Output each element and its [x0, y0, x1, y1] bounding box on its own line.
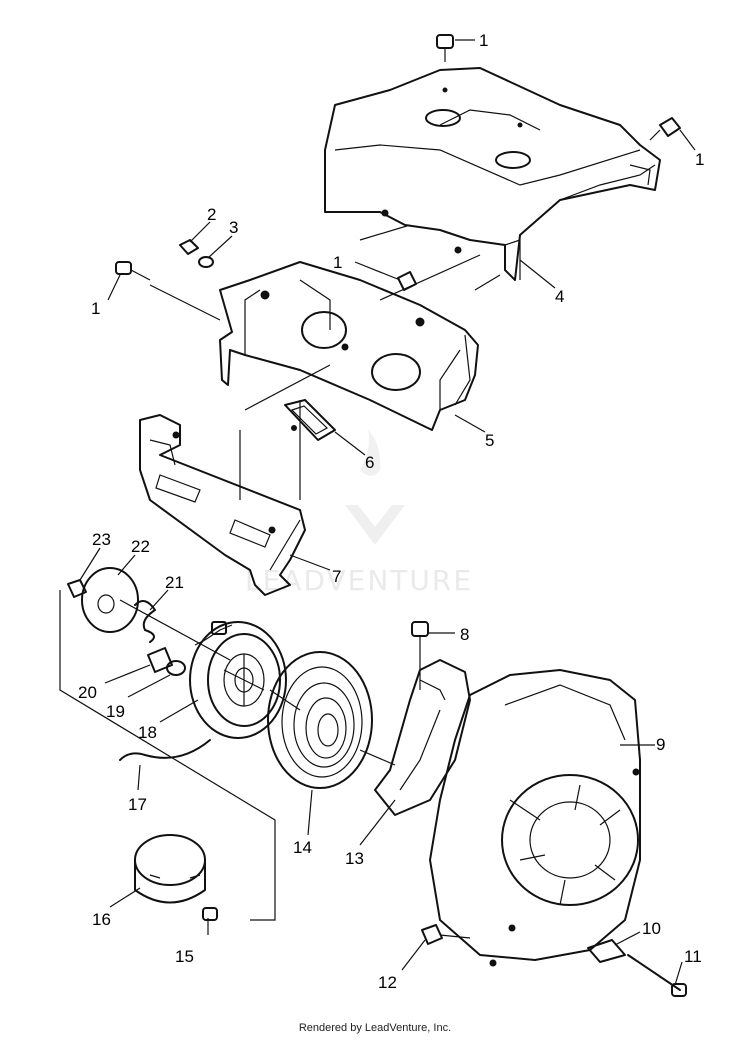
part-5-baffle	[219, 261, 479, 431]
callout-16: 16	[92, 910, 111, 929]
callout-8: 8	[460, 625, 469, 644]
callout-22: 22	[131, 537, 150, 556]
callout-2: 2	[207, 205, 216, 224]
part-15-screw	[202, 907, 218, 921]
leadventure-watermark: LEADVENTURE	[245, 430, 473, 597]
footer-credit: Rendered by LeadVenture, Inc.	[298, 1022, 452, 1034]
callout-14: 14	[293, 838, 312, 857]
callout-21: 21	[165, 573, 184, 592]
part-17-rope	[119, 739, 211, 761]
part-4-top-shroud	[324, 67, 661, 281]
part-3-washer	[198, 256, 214, 268]
callout-20: 20	[78, 683, 97, 702]
leader-lines	[59, 39, 696, 986]
callout-23: 23	[92, 530, 111, 549]
part-18-pulley	[189, 621, 287, 739]
part-7-bracket	[139, 414, 306, 596]
callout-18: 18	[138, 723, 157, 742]
part-1-screw-top	[436, 34, 454, 62]
part-16-cup	[134, 834, 206, 904]
callout-12: 12	[378, 973, 397, 992]
callout-4: 4	[555, 287, 564, 306]
part-19-pawl	[166, 660, 186, 676]
part-1-screw-left	[115, 261, 151, 281]
part-21-spring-clip	[134, 600, 156, 643]
callout-1-right: 1	[695, 150, 704, 169]
callout-13: 13	[345, 849, 364, 868]
callout-1-mid: 1	[333, 253, 342, 272]
callout-9: 9	[656, 735, 665, 754]
part-23-nut	[67, 579, 87, 598]
part-9-blower-housing	[429, 669, 641, 967]
callout-1-top: 1	[479, 31, 488, 50]
callout-6: 6	[365, 453, 374, 472]
part-8-bolt	[411, 621, 429, 650]
part-14-recoil-spring	[267, 651, 373, 789]
part-11-long-bolt	[627, 954, 687, 997]
callout-19: 19	[106, 702, 125, 721]
part-13-bracket	[374, 659, 471, 816]
callout-7: 7	[332, 567, 341, 586]
part-10-strain-relief	[587, 939, 626, 963]
callout-11: 11	[684, 947, 702, 966]
part-22-cap	[81, 567, 139, 633]
part-1-screw-right	[649, 117, 681, 141]
callout-3: 3	[229, 218, 238, 237]
part-20-ratchet	[147, 647, 173, 673]
watermark-text: LEADVENTURE	[245, 564, 473, 597]
callout-17: 17	[128, 795, 147, 814]
callout-5: 5	[485, 431, 494, 450]
callout-10: 10	[642, 919, 661, 938]
part-6-gasket	[284, 399, 336, 441]
callout-labels: 1 1 1 1 2 3 4 5 6 7 8 9 10 11 12 13 14 1…	[78, 31, 704, 992]
callout-1-left: 1	[91, 299, 100, 318]
part-12-nut	[421, 924, 443, 945]
part-2-nut	[179, 239, 199, 255]
callout-15: 15	[175, 947, 194, 966]
